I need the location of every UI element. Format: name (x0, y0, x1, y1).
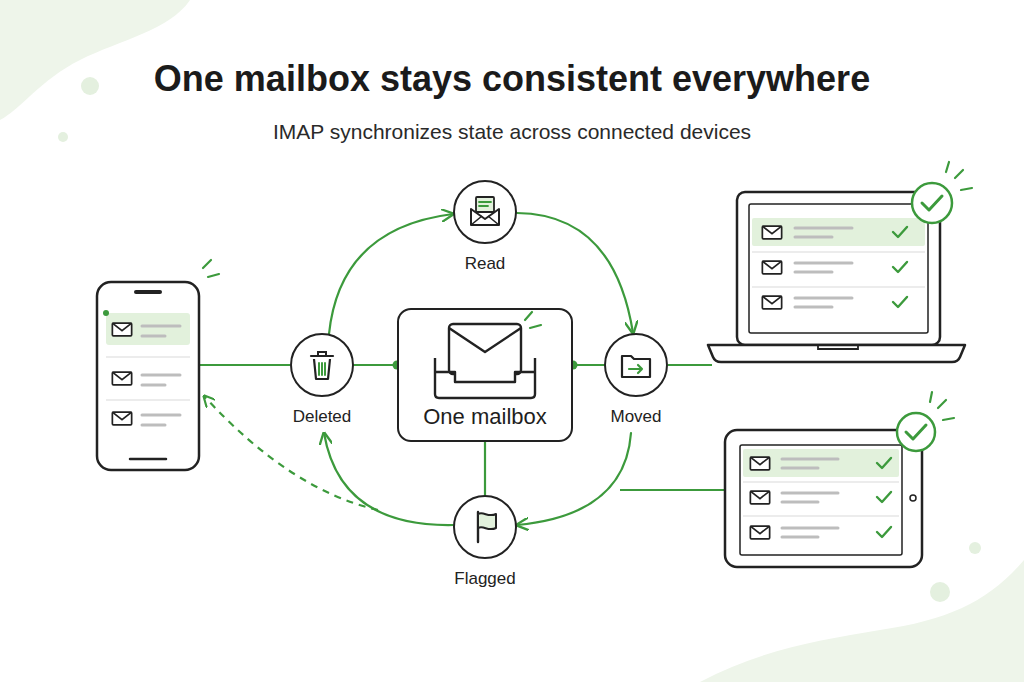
corner-blob (700, 560, 1024, 682)
mailbox-box: One mailbox (397, 308, 573, 442)
laptop-device (708, 162, 972, 362)
action-circle: Read (440, 180, 530, 280)
decor-dot (969, 542, 981, 554)
sync-connector (324, 433, 453, 525)
sync-connector (573, 364, 604, 366)
diagram-subtitle: IMAP synchronizes state across connected… (0, 120, 1024, 144)
diagram-title: One mailbox stays consistent everywhere (0, 58, 1024, 100)
action-circle: Moved (591, 333, 681, 433)
tablet-device (725, 392, 954, 567)
decor-dot (930, 582, 950, 602)
action-label: Moved (561, 407, 711, 427)
decor-dot (58, 132, 68, 142)
action-label: Read (410, 254, 560, 274)
icon-circle (453, 495, 517, 559)
icon-circle (453, 180, 517, 244)
action-circle: Flagged (440, 495, 530, 595)
action-label: Deleted (247, 407, 397, 427)
action-label: Flagged (410, 569, 560, 589)
box-label: One mailbox (399, 404, 571, 430)
phone-device (97, 260, 219, 470)
sync-connector (517, 433, 631, 525)
action-circle: Deleted (277, 333, 367, 433)
decor-dot (81, 77, 99, 95)
sync-connector (354, 364, 397, 366)
sync-connector (484, 442, 486, 495)
icon-circle (604, 333, 668, 397)
icon-circle (290, 333, 354, 397)
